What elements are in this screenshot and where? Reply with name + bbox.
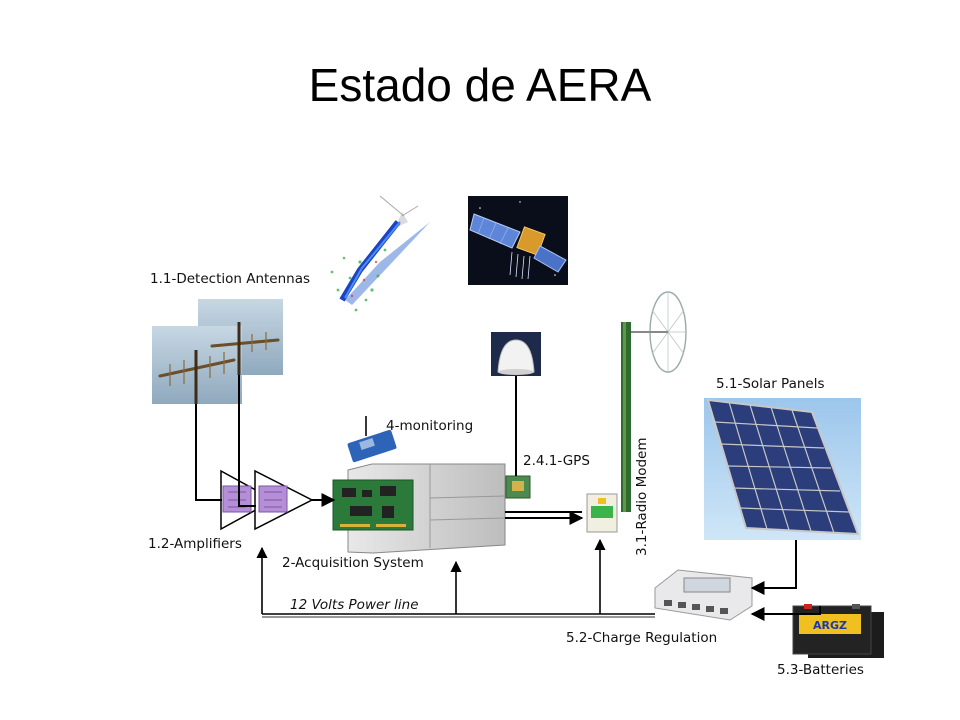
signal-wires <box>195 375 821 621</box>
cosmic-ray-shower-icon <box>330 195 430 312</box>
label-radio-modem: 3.1-Radio Modem <box>634 437 650 556</box>
page-title: Estado de AERA <box>308 59 652 111</box>
label-power-line: 12 Volts Power line <box>290 597 419 613</box>
gps-satellite-icon <box>468 196 568 285</box>
label-batteries: 5.3-Batteries <box>777 662 864 678</box>
monitoring-board-icon <box>347 416 397 463</box>
label-amplifiers: 1.2-Amplifiers <box>148 536 242 552</box>
acquisition-system-cabinet <box>332 463 506 554</box>
batteries-icon: ARGZ <box>792 604 884 658</box>
label-solar-panels: 5.1-Solar Panels <box>716 376 825 392</box>
label-gps: 2.4.1-GPS <box>523 453 590 469</box>
solar-panels-photo <box>704 398 861 540</box>
charge-regulator-icon <box>654 569 753 621</box>
power-line <box>256 538 655 618</box>
label-charge-regulation: 5.2-Charge Regulation <box>566 630 718 646</box>
amplifiers-icon <box>220 469 314 531</box>
radio-modem-unit-icon <box>586 493 618 533</box>
label-monitoring: 4-monitoring <box>386 418 474 434</box>
gps-board-icon <box>505 475 531 499</box>
label-acquisition-system: 2-Acquisition System <box>282 555 424 571</box>
gps-antenna-dome-icon <box>491 332 541 376</box>
radio-modem-dish-icon <box>621 291 687 512</box>
detection-antennas-photo <box>152 299 283 404</box>
label-detection-antennas: 1.1-Detection Antennas <box>150 271 311 287</box>
battery-brand-label: ARGZ <box>813 619 847 632</box>
